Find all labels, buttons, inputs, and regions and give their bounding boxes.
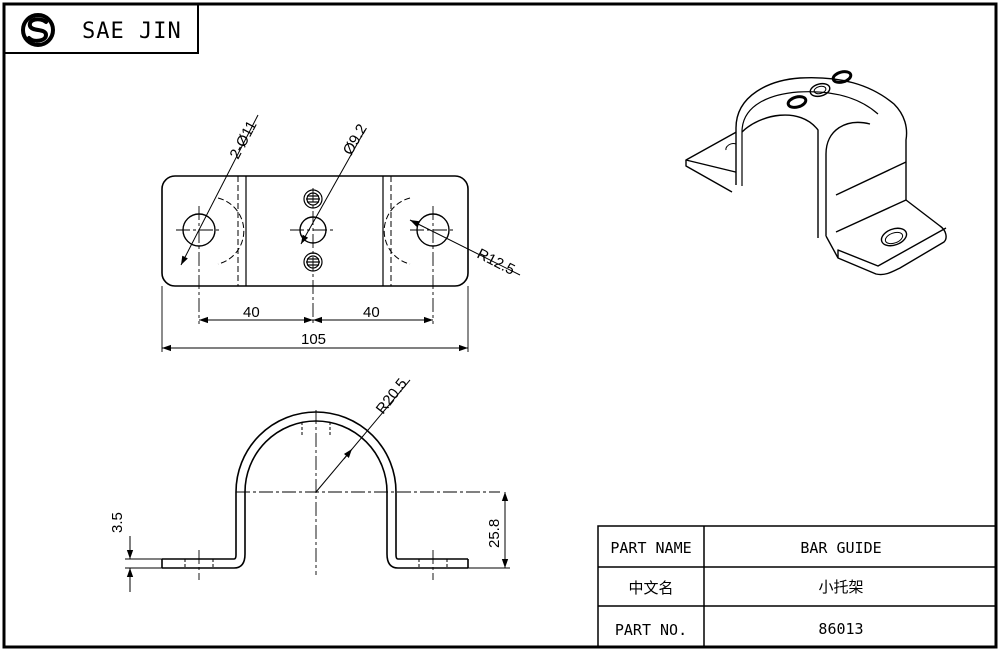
part-no-label: PART NO.: [615, 621, 687, 639]
isometric-view: [685, 70, 947, 276]
thickness-label: 3.5: [109, 512, 126, 533]
side-view-labels: R20.5 3.5 25.8: [109, 375, 503, 548]
dim-right-label: 40: [363, 304, 380, 321]
part-name-label: PART NAME: [610, 539, 691, 557]
dim-overall-label: 105: [301, 331, 326, 348]
corner-radius-label: R12.5: [474, 245, 517, 278]
dim-left-label: 40: [243, 304, 260, 321]
center-hole-callout: Ø9.2: [340, 121, 371, 158]
company-name: SAE JIN: [82, 19, 182, 44]
chinese-name-value: 小托架: [818, 578, 863, 596]
chinese-name-label: 中文名: [628, 579, 673, 597]
logo-box: SAE JIN: [4, 4, 199, 54]
hole-callout: 2-Ø11: [227, 118, 261, 162]
iso-arch: [735, 77, 908, 200]
plate-outline: [161, 175, 469, 287]
part-no-value: 86013: [818, 620, 863, 638]
s-logo-icon: [21, 13, 55, 47]
part-name-value: BAR GUIDE: [800, 539, 881, 557]
bend-radius-label: R20.5: [373, 375, 411, 417]
profile-inner: [162, 411, 468, 560]
top-view-labels: 2-Ø11 Ø9.2 R12.5 40 40 105: [227, 118, 518, 348]
title-block: PART NAME BAR GUIDE 中文名 小托架 PART NO. 860…: [597, 525, 996, 647]
iso-flange-hole: [880, 227, 908, 247]
top-view: [161, 114, 521, 352]
height-label: 25.8: [486, 519, 503, 548]
side-view: [125, 379, 510, 592]
profile-outer: [162, 420, 468, 569]
